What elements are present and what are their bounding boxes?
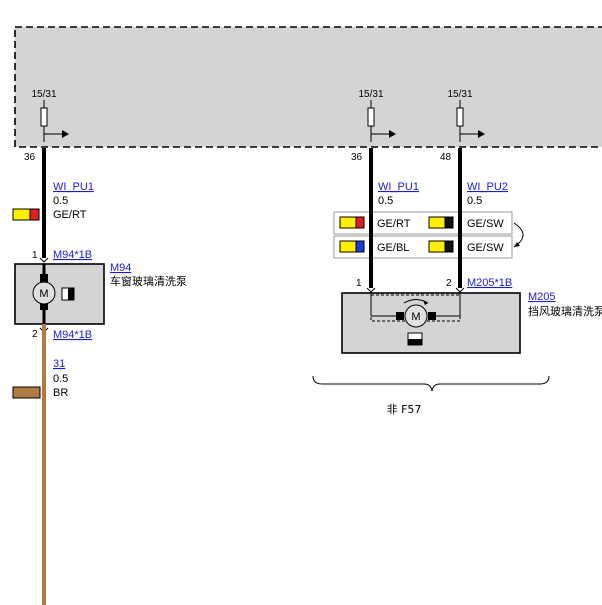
component-label-m94: 车窗玻璃清洗泵 bbox=[110, 274, 187, 288]
variant-brace bbox=[312, 375, 550, 392]
pump-symbol-icon bbox=[61, 287, 75, 301]
connector-pin-icon bbox=[39, 257, 49, 263]
wire-color-swatch bbox=[428, 216, 454, 229]
wire-color-variant-table[interactable]: GE/RT GE/SW GE/BL GE/SW bbox=[333, 211, 524, 259]
variant-2-code-a: GE/BL bbox=[377, 242, 409, 254]
fuse-label-2: 15/31 bbox=[358, 89, 383, 100]
wire-color-swatch bbox=[339, 240, 365, 253]
wire-color-swatch bbox=[339, 216, 365, 229]
variant-2-code-b: GE/SW bbox=[467, 242, 504, 254]
component-m94[interactable]: M bbox=[14, 263, 105, 325]
swap-arrow-icon bbox=[513, 222, 524, 248]
connector-pin-icon bbox=[455, 287, 465, 293]
arrow-right-icon bbox=[62, 130, 69, 138]
component-link-m205[interactable]: M205 bbox=[528, 291, 556, 303]
svg-text:M: M bbox=[39, 288, 48, 300]
module-pin-3[interactable]: 15/31 48 bbox=[440, 89, 485, 163]
wire-color-code-31: BR bbox=[53, 387, 68, 399]
pin-number-m94-1: 1 bbox=[32, 250, 38, 261]
wire-name-link-wi-pu1[interactable]: WI_PU1 bbox=[378, 181, 419, 193]
wire-size-left: 0.5 bbox=[53, 195, 68, 207]
svg-text:M: M bbox=[411, 311, 420, 323]
module-pin-2[interactable]: 15/31 36 bbox=[351, 89, 396, 163]
variant-row-2[interactable] bbox=[333, 235, 513, 259]
connector-pin-icon bbox=[366, 287, 376, 293]
module-pin-1[interactable]: 15/31 36 bbox=[24, 89, 69, 163]
variant-1-code-b: GE/SW bbox=[467, 218, 504, 230]
pin-number-1: 36 bbox=[24, 152, 36, 163]
arrow-right-icon bbox=[478, 130, 485, 138]
connector-link-m94-top[interactable]: M94*1B bbox=[53, 249, 92, 261]
wire-color-swatch bbox=[12, 208, 40, 221]
fuse-icon bbox=[367, 107, 375, 127]
wire-size-31: 0.5 bbox=[53, 373, 68, 385]
pin-number-m94-2: 2 bbox=[32, 329, 38, 340]
fuse-icon bbox=[456, 107, 464, 127]
component-link-m94[interactable]: M94 bbox=[110, 262, 131, 274]
pin-number-3: 48 bbox=[440, 152, 452, 163]
fuse-label-1: 15/31 bbox=[31, 89, 56, 100]
wire-size-wi-pu2: 0.5 bbox=[467, 195, 482, 207]
wire-color-swatch-br bbox=[12, 386, 41, 399]
fuse-label-3: 15/31 bbox=[447, 89, 472, 100]
component-label-m205: 挡风玻璃清洗泵 bbox=[528, 304, 602, 318]
pin-number-m205-2: 2 bbox=[446, 278, 452, 289]
variant-note: 非 F57 bbox=[387, 403, 422, 416]
pin-number-m205-1: 1 bbox=[356, 278, 362, 289]
pump-symbol-icon bbox=[407, 332, 423, 346]
wire-name-link-31[interactable]: 31 bbox=[53, 358, 65, 370]
wire-name-link-left[interactable]: WI_PU1 bbox=[53, 181, 94, 193]
arrow-right-icon bbox=[389, 130, 396, 138]
pin-number-2: 36 bbox=[351, 152, 363, 163]
variant-1-code-a: GE/RT bbox=[377, 218, 411, 230]
motor-icon bbox=[32, 281, 56, 305]
wire-size-wi-pu1: 0.5 bbox=[378, 195, 393, 207]
connector-link-m94-bottom[interactable]: M94*1B bbox=[53, 329, 92, 341]
connector-link-m205[interactable]: M205*1B bbox=[467, 277, 512, 289]
variant-row-1[interactable] bbox=[333, 211, 513, 235]
component-m205[interactable]: M bbox=[341, 292, 521, 354]
wire-name-link-wi-pu2[interactable]: WI_PU2 bbox=[467, 181, 508, 193]
fuse-icon bbox=[40, 107, 48, 127]
control-module-box[interactable] bbox=[14, 26, 602, 148]
wire-color-swatch bbox=[428, 240, 454, 253]
wire-color-code-left: GE/RT bbox=[53, 209, 87, 221]
motor-icon bbox=[404, 304, 428, 328]
